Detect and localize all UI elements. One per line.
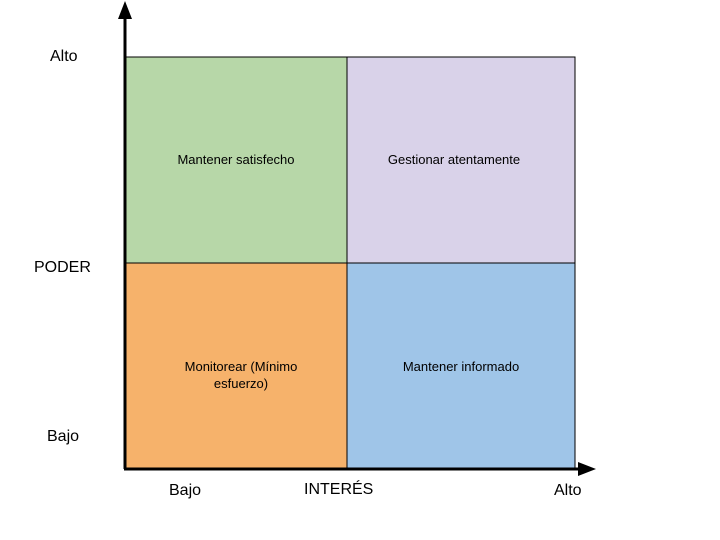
- quadrant-top-right-label: Gestionar atentamente: [387, 152, 521, 167]
- x-axis-high-label: Alto: [554, 482, 582, 499]
- quadrant-bottom-right-label: Mantener informado: [402, 359, 520, 374]
- x-axis-low-label: Bajo: [169, 482, 202, 499]
- y-axis-low-label: Bajo: [47, 428, 80, 445]
- quadrant-bottom-left-label: Monitorear (Mínimo esfuerzo): [184, 359, 298, 391]
- x-axis-title: INTERÉS: [304, 481, 374, 498]
- quadrant-bottom-right: [346, 262, 576, 470]
- quadrant-bottom-left: [124, 262, 348, 470]
- quadrant-top-left: [124, 56, 348, 264]
- y-axis-arrowhead: [118, 1, 132, 19]
- quadrant-top-right: [346, 56, 576, 264]
- y-axis-high-label: Alto: [50, 48, 78, 65]
- y-axis-title: PODER: [34, 259, 91, 276]
- x-axis-arrowhead: [578, 462, 596, 476]
- quadrant-top-left-label: Mantener satisfecho: [177, 152, 295, 167]
